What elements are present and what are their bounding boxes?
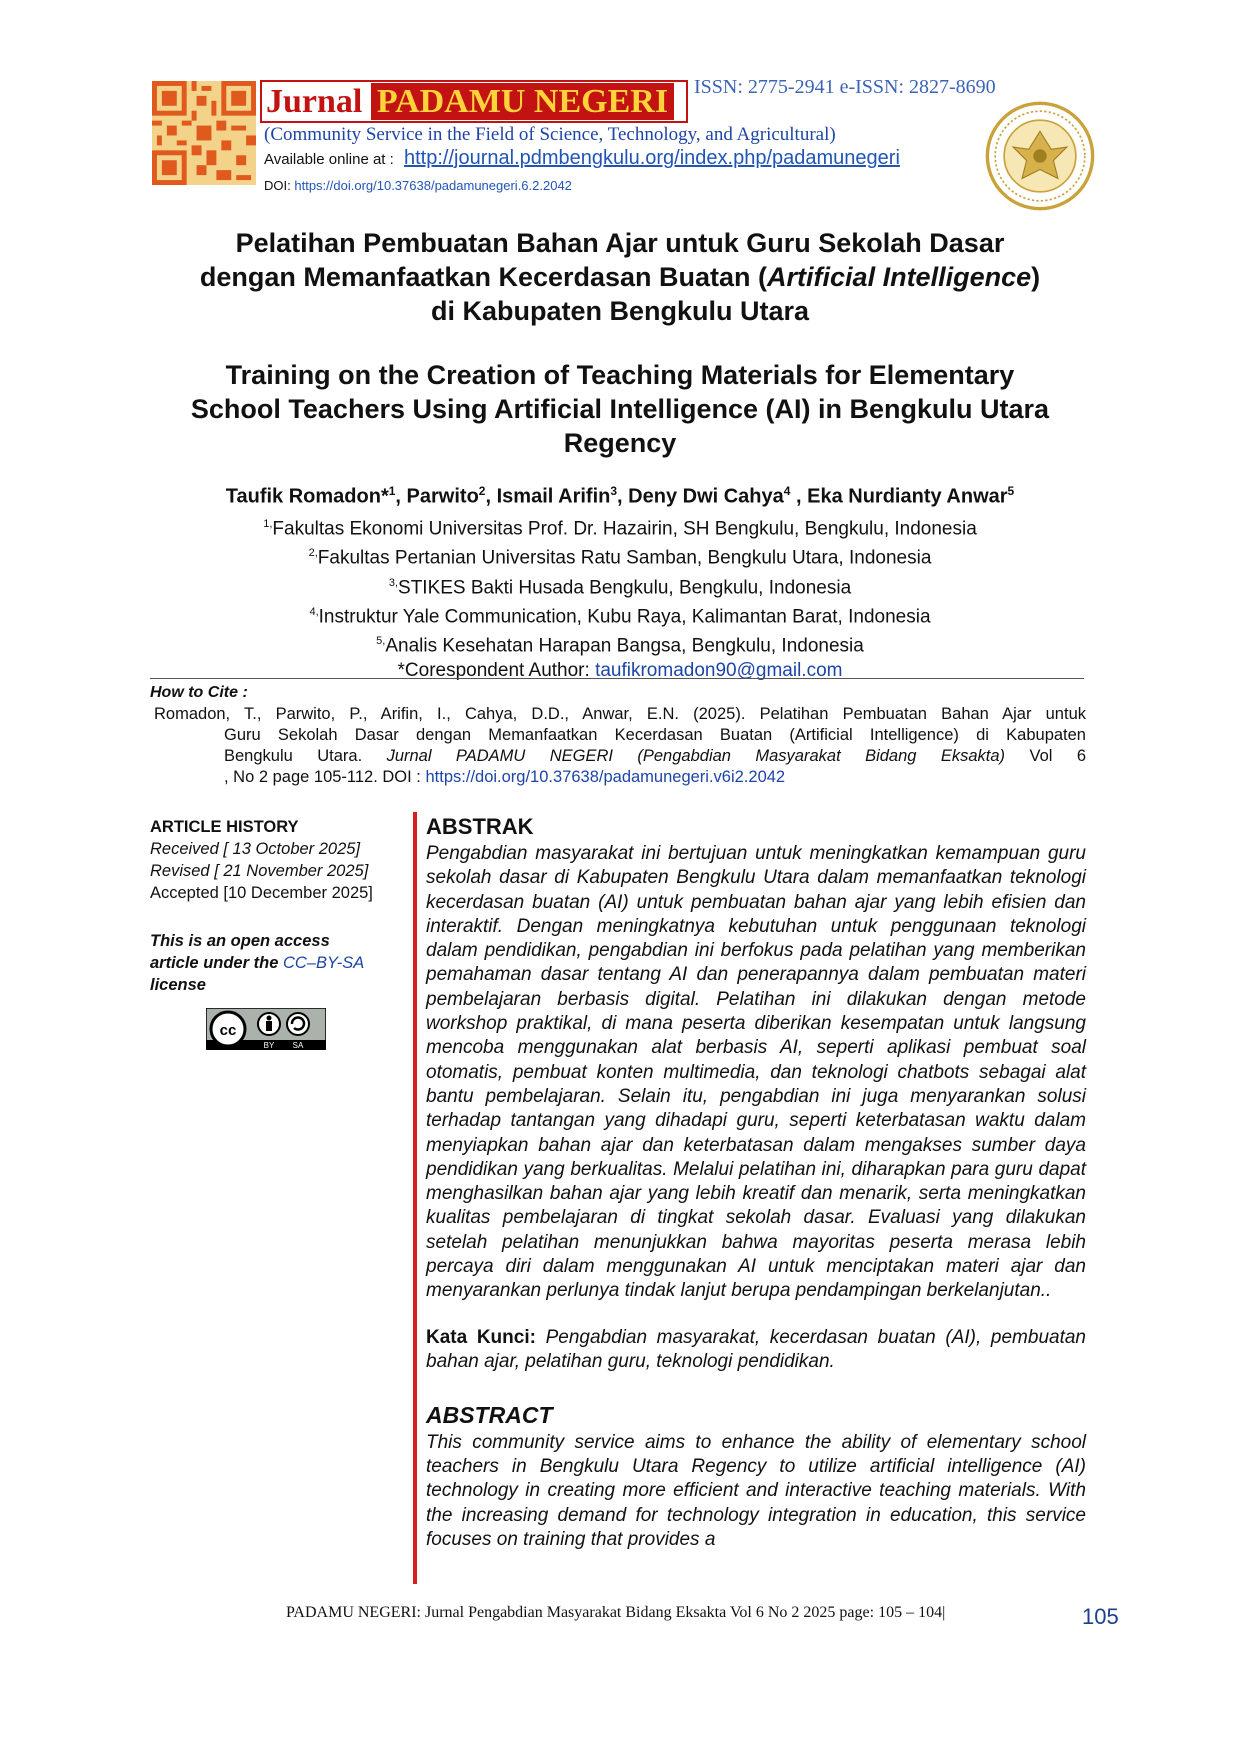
abstrak-heading: ABSTRAK	[426, 814, 534, 839]
abstract-section: ABSTRAK Pengabdian masyarakat ini bertuj…	[426, 814, 1086, 1552]
abstrak-text: Pengabdian masyarakat ini bertujuan untu…	[426, 843, 1086, 1302]
svg-text:cc: cc	[220, 1022, 237, 1039]
page-number: 105	[1082, 1604, 1119, 1629]
qr-code-image	[152, 81, 256, 185]
affiliation-list: 1,Fakultas Ekonomi Universitas Prof. Dr.…	[140, 512, 1100, 683]
abstract-accent-bar	[413, 812, 417, 1584]
title-id-line2: dengan Memanfaatkan Kecerdasan Buatan (A…	[199, 262, 1041, 292]
correspondent-author: *Corespondent Author: taufikromadon90@gm…	[397, 659, 843, 681]
badge-by-label: BY	[264, 1041, 275, 1050]
title-en-line2: School Teachers Using Artificial Intelli…	[190, 394, 1050, 424]
correspondent-email-link[interactable]: taufikromadon90@gmail.com	[595, 659, 843, 681]
title-id-line1: Pelatihan Pembuatan Bahan Ajar untuk Gur…	[235, 228, 1005, 258]
author-list: Taufik Romadon*1, Parwito2, Ismail Arifi…	[225, 484, 1015, 508]
journal-title-name: PADAMU NEGERI	[370, 83, 675, 120]
keywords-text: Pengabdian masyarakat, kecerdasan buatan…	[426, 1326, 1086, 1372]
badge-sa-label: SA	[293, 1041, 304, 1050]
title-english: Training on the Creation of Teaching Mat…	[140, 358, 1100, 460]
title-indonesian: Pelatihan Pembuatan Bahan Ajar untuk Gur…	[140, 226, 1100, 328]
author: Eka Nurdianty Anwar	[807, 485, 1008, 508]
article-history: ARTICLE HISTORY Received [ 13 October 20…	[150, 816, 373, 904]
journal-title: Jurnal PADAMU NEGERI	[260, 80, 688, 123]
author: Parwito	[406, 485, 479, 508]
keywords-label: Kata Kunci:	[426, 1326, 536, 1348]
license-link[interactable]: CC–BY-SA	[282, 954, 365, 972]
journal-url-link[interactable]: http://journal.pdmbengkulu.org/index.php…	[404, 147, 900, 169]
revised-date: Revised [ 21 November 2025]	[150, 862, 369, 880]
divider	[150, 678, 1084, 679]
accepted-date: Accepted [10 December 2025]	[150, 884, 373, 902]
doi-line: DOI: https://doi.org/10.37638/padamunege…	[264, 178, 572, 193]
affiliation: 2,Fakultas Pertanian Universitas Ratu Sa…	[308, 547, 932, 569]
affiliation: 1,Fakultas Ekonomi Universitas Prof. Dr.…	[263, 518, 977, 540]
article-history-heading: ARTICLE HISTORY	[150, 818, 299, 836]
title-en-line1: Training on the Creation of Teaching Mat…	[225, 360, 1015, 390]
issn-line: ISSN: 2775-2941 e-ISSN: 2827-8690	[694, 76, 996, 98]
title-en-line3: Regency	[563, 428, 677, 458]
abstract-heading: ABSTRACT	[426, 1401, 553, 1428]
how-to-cite-text: Romadon, T., Parwito, P., Arifin, I., Ca…	[154, 705, 1086, 786]
abstract-text: This community service aims to enhance t…	[426, 1431, 1086, 1550]
doi-link[interactable]: https://doi.org/10.37638/padamunegeri.6.…	[294, 178, 572, 193]
how-to-cite-heading: How to Cite :	[150, 684, 248, 701]
author: Taufik Romadon*	[225, 485, 389, 508]
author: Ismail Arifin	[496, 485, 611, 508]
title-id-line3: di Kabupaten Bengkulu Utara	[430, 296, 810, 326]
affiliation: 3,STIKES Bakti Husada Bengkulu, Bengkulu…	[388, 576, 852, 598]
received-date: Received [ 13 October 2025]	[150, 840, 361, 858]
affiliation: 4,Instruktur Yale Communication, Kubu Ra…	[309, 605, 931, 628]
open-access-note: This is an open access article under the…	[150, 932, 365, 994]
cc-by-sa-badge-icon[interactable]: cc BY SA	[206, 1008, 326, 1050]
available-label: Available online at :	[264, 151, 394, 168]
available-online: Available online at : http://journal.pdm…	[264, 147, 900, 170]
doi-label: DOI:	[264, 178, 291, 193]
university-emblem-icon	[985, 101, 1095, 211]
affiliation: 5,Analis Kesehatan Harapan Bangsa, Bengk…	[376, 635, 864, 657]
author: Deny Dwi Cahya	[628, 485, 784, 508]
cite-doi-link[interactable]: https://doi.org/10.37638/padamunegeri.v6…	[425, 768, 786, 786]
kata-kunci: Kata Kunci: Pengabdian masyarakat, kecer…	[426, 1326, 1086, 1374]
footer-citation: PADAMU NEGERI: Jurnal Pengabdian Masyara…	[286, 1604, 946, 1621]
journal-title-word: Jurnal	[266, 83, 363, 120]
journal-subtitle: (Community Service in the Field of Scien…	[264, 124, 836, 145]
